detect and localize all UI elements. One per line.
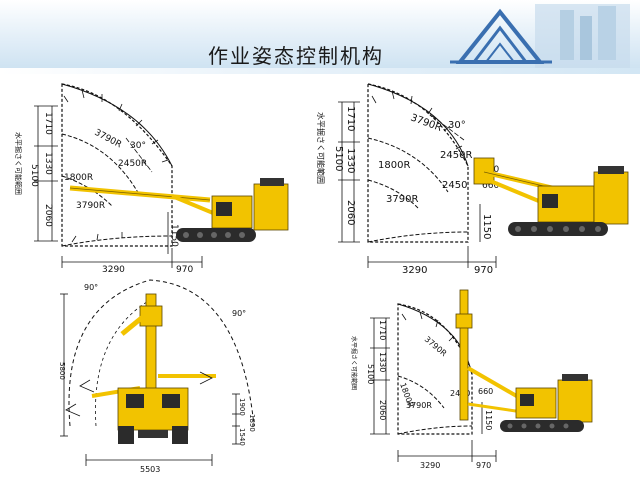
dim-1900: 1900: [238, 398, 246, 416]
radius-label: 3790R: [386, 194, 418, 205]
dim-5100: 5100: [333, 146, 344, 171]
angle-label: 90°: [232, 309, 246, 318]
dim-1710: 1710: [378, 320, 387, 340]
dim-1890: 1890: [248, 414, 256, 432]
dim-660: 660: [482, 181, 499, 191]
dim-1150: 1150: [484, 410, 493, 430]
radius-label: 1800R: [378, 160, 410, 171]
dim-1710: 1710: [43, 112, 53, 135]
side-label: 水平掘さく可能範囲: [350, 336, 358, 390]
dim-970: 970: [476, 461, 491, 470]
dim-5100: 5100: [366, 364, 375, 384]
diagram-panel-top-right: 1710 1330 5100 2060 水平掘さく可能範囲 3790R 2450…: [302, 76, 638, 276]
drill-rig-front-view: [91, 293, 216, 444]
angle-label: 30°: [130, 141, 146, 151]
radius-label: 2450R: [440, 150, 472, 161]
dim-1150: 1150: [169, 224, 179, 247]
radius-label: 3790R: [409, 112, 443, 133]
side-label: 水平掘さく可能範囲: [316, 112, 326, 184]
dim-2060: 2060: [378, 400, 387, 420]
header-banner-strip: [0, 68, 640, 74]
dim-1330: 1330: [43, 152, 53, 175]
radius-label: 3790R: [76, 201, 105, 211]
dim-5503: 5503: [140, 465, 160, 474]
radius-label: 2450R: [118, 159, 147, 169]
dim-3290: 3290: [402, 265, 427, 276]
dim-970: 970: [176, 265, 193, 275]
radius-label: 2450: [442, 180, 467, 191]
dim-1330: 1330: [345, 148, 356, 173]
radius-label: 3790R: [93, 128, 123, 151]
radius-label: 3790R: [406, 401, 432, 410]
drill-rig-machine: [473, 157, 629, 236]
dim-2060: 2060: [43, 204, 53, 227]
dim-1540: 1540: [238, 428, 246, 446]
angle-label: 90°: [84, 283, 98, 292]
angle-label: 30°: [448, 120, 466, 131]
dim-3290: 3290: [420, 461, 440, 470]
dim-1330: 1330: [378, 352, 387, 372]
dim-1150: 1150: [481, 214, 492, 239]
dim-5800: 5800: [58, 362, 66, 380]
dim-3290: 3290: [102, 265, 125, 275]
dim-660: 660: [478, 387, 493, 396]
dim-2060: 2060: [345, 200, 356, 225]
diagram-panel-bottom-right: 1710 1330 5100 2060 水平掘さく可能範囲 3790R 1800…: [340, 284, 636, 476]
slide-title: 作业姿态控制机构: [208, 44, 384, 68]
radius-label: 3790R: [423, 335, 449, 359]
drill-rig-machine: [69, 178, 289, 242]
side-label: 水平掘さく可能範囲: [14, 132, 23, 195]
dim-970: 970: [474, 265, 493, 276]
diagram-panel-top-left: 1710 1330 5100 2060 水平掘さく可能範囲 3790R 2450…: [2, 76, 298, 276]
company-logo: [450, 4, 630, 68]
dim-5100: 5100: [29, 164, 39, 187]
dim-1710: 1710: [345, 106, 356, 131]
diagram-panel-bottom-left: 90° 90° 5800 1900 1890 1540 5503: [40, 276, 296, 476]
drill-rig-machine: [455, 289, 593, 432]
radius-label: 1800R: [64, 173, 93, 183]
